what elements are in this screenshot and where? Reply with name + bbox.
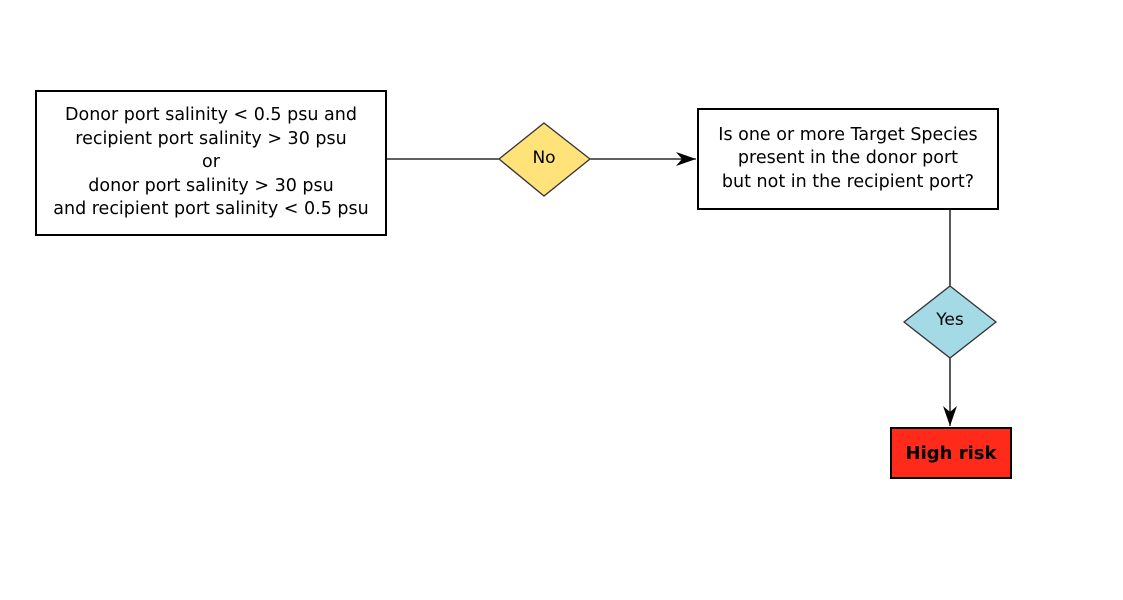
high-risk-label: High risk xyxy=(905,442,997,464)
target-species-question-text: Is one or more Target Species present in… xyxy=(718,124,977,195)
condition-line: or xyxy=(202,152,220,173)
target-species-question-box: Is one or more Target Species present in… xyxy=(697,108,999,210)
condition-line: and recipient port salinity < 0.5 psu xyxy=(53,199,369,220)
decision-no-label: No xyxy=(532,148,556,168)
high-risk-outcome-box: High risk xyxy=(890,427,1012,479)
salinity-condition-text: Donor port salinity < 0.5 psu and recipi… xyxy=(53,104,368,222)
decision-yes-label: Yes xyxy=(936,310,964,330)
question-line: but not in the recipient port? xyxy=(721,171,975,192)
condition-line: donor port salinity > 30 psu xyxy=(88,175,334,196)
condition-line: recipient port salinity > 30 psu xyxy=(75,128,347,149)
decision-no-diamond xyxy=(497,122,592,197)
question-line: Is one or more Target Species xyxy=(718,124,978,145)
salinity-condition-box: Donor port salinity < 0.5 psu and recipi… xyxy=(35,90,387,236)
decision-yes-diamond xyxy=(902,285,998,359)
question-line: present in the donor port xyxy=(737,148,959,169)
condition-line: Donor port salinity < 0.5 psu and xyxy=(65,105,357,126)
